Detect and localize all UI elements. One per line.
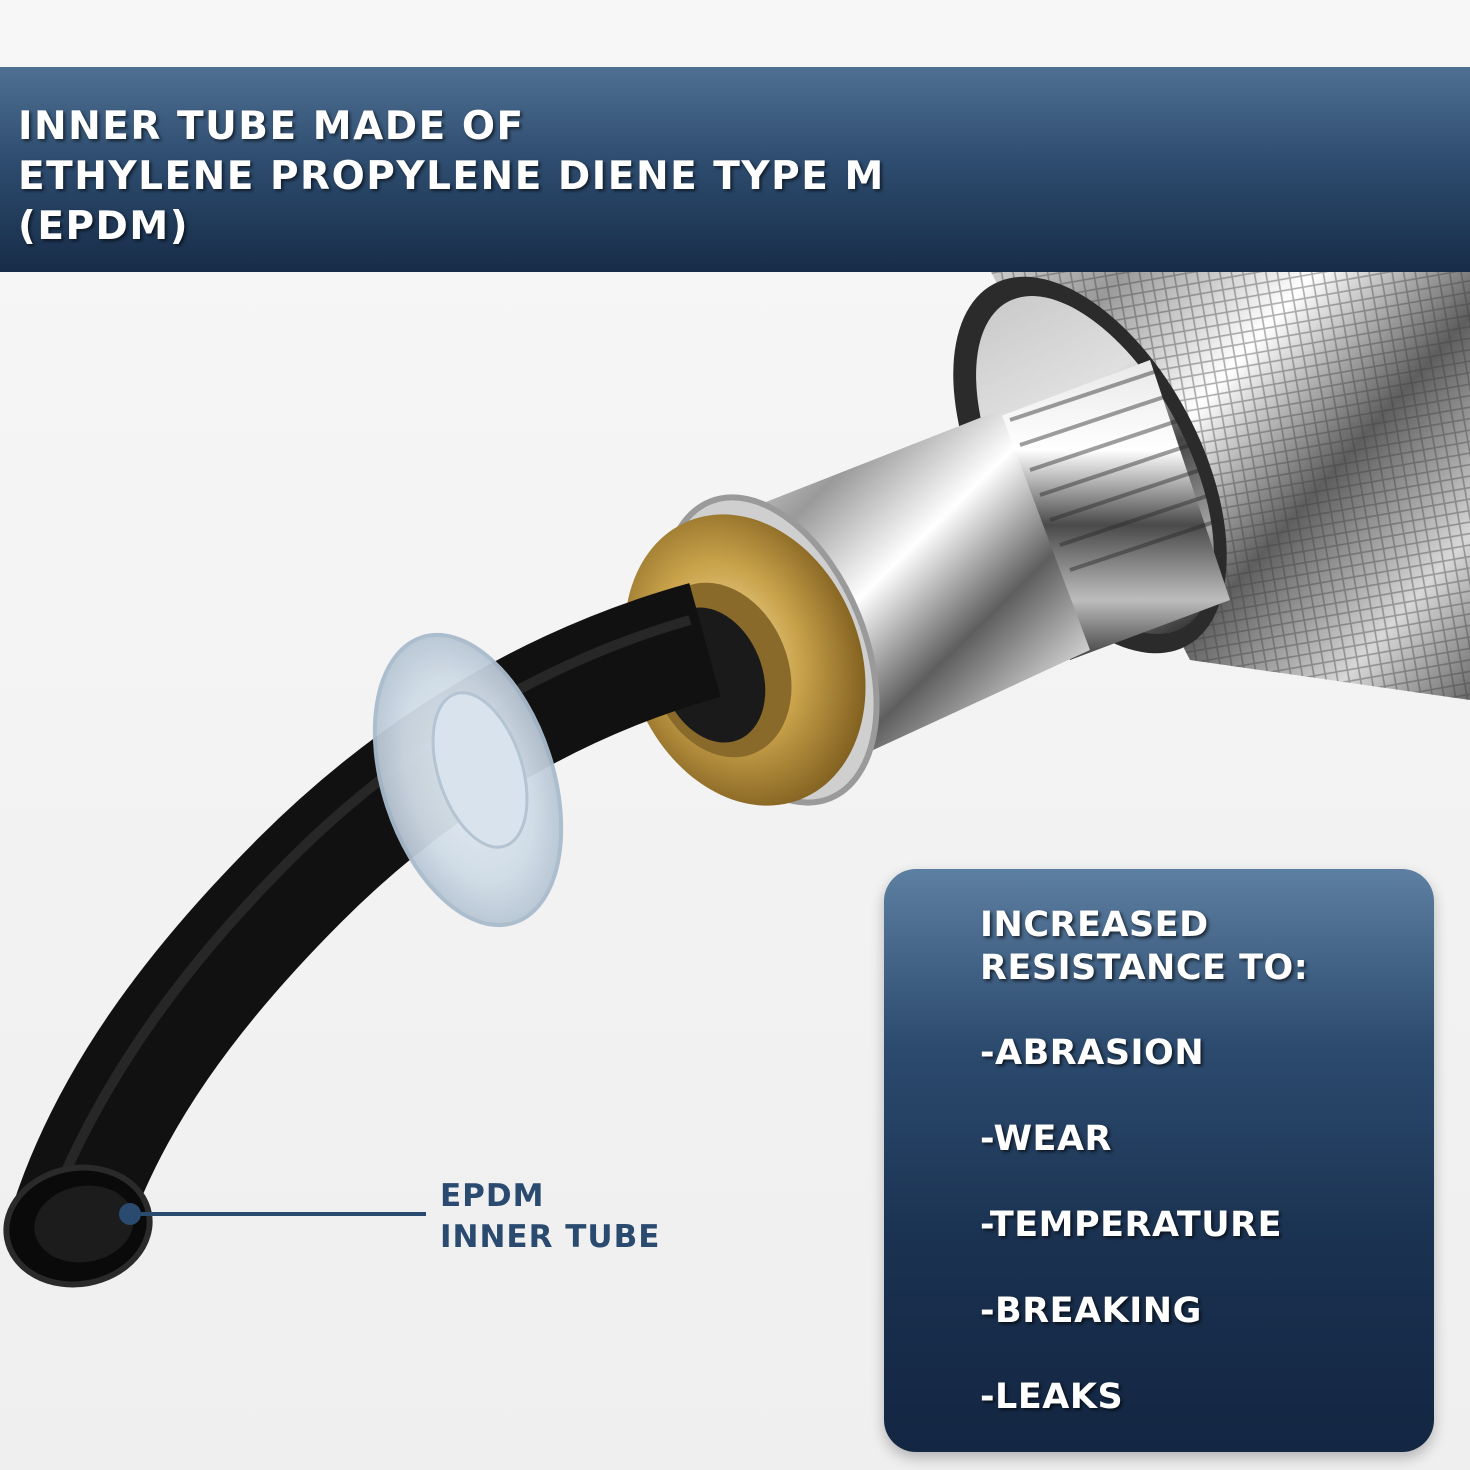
- callout-label-line-2: INNER TUBE: [440, 1219, 661, 1255]
- resistance-item-leaks: -LEAKS: [980, 1377, 1124, 1417]
- resistance-heading-1: INCREASED: [980, 905, 1209, 945]
- resistance-item-wear: -WEAR: [980, 1119, 1113, 1159]
- callout-label-line-1: EPDM: [440, 1178, 545, 1214]
- resistance-item-abrasion: -ABRASION: [980, 1033, 1205, 1073]
- resistance-heading-2: RESISTANCE TO:: [980, 948, 1309, 988]
- banner-title: INNER TUBE MADE OF ETHYLENE PROPYLENE DI…: [18, 102, 1218, 252]
- banner-line-2: ETHYLENE PROPYLENE DIENE TYPE M: [18, 154, 885, 199]
- rubber-washer: [372, 632, 564, 928]
- resistance-card: [884, 869, 1434, 1452]
- resistance-item-temperature: -TEMPERATURE: [980, 1205, 1283, 1245]
- top-banner: [0, 67, 1470, 272]
- callout-pointer: [119, 1203, 426, 1225]
- resistance-item-breaking: -BREAKING: [980, 1291, 1202, 1331]
- epdm-tube: [3, 583, 721, 1288]
- banner-line-1: INNER TUBE MADE OF: [18, 104, 525, 149]
- banner-line-3: (EPDM): [18, 204, 190, 249]
